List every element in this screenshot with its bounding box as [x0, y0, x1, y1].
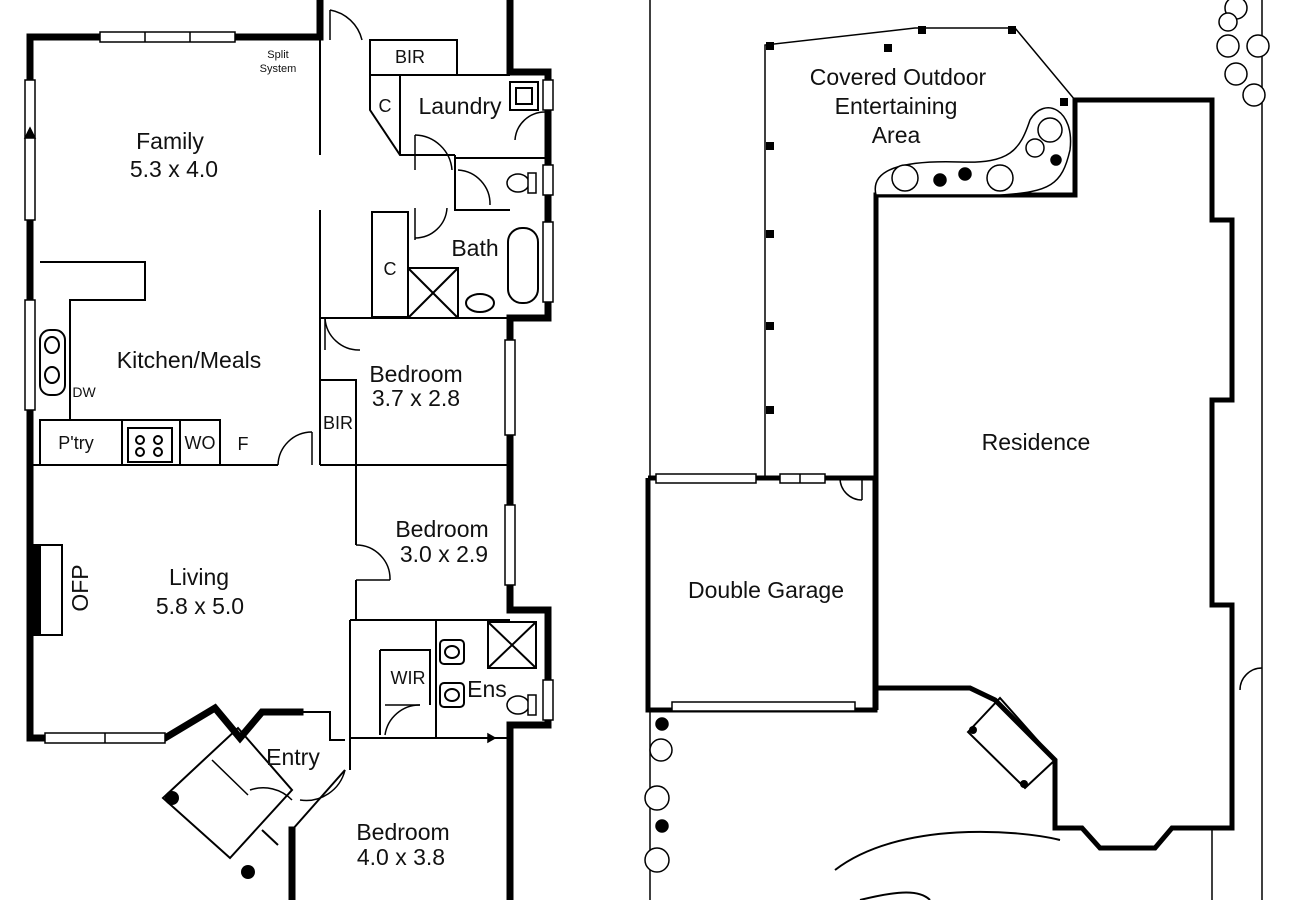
outdoor-area-label-2: Entertaining — [835, 93, 958, 119]
bedroom1-dimensions: 3.7 x 2.8 — [372, 385, 460, 411]
windows-left — [24, 31, 554, 744]
shrubs — [644, 0, 1270, 873]
split-system-label: Split — [267, 49, 288, 61]
double-garage-label: Double Garage — [688, 577, 844, 603]
ensuite-label: Ens — [467, 676, 507, 702]
closet-laundry-label: C — [379, 96, 392, 116]
toilet-icon — [506, 172, 537, 716]
dishwasher-label: DW — [72, 384, 96, 400]
laundry-label: Laundry — [418, 93, 502, 119]
open-fireplace-label: OFP — [67, 564, 93, 611]
outdoor-area-label-3: Area — [872, 122, 921, 148]
bedroom3-label: Bedroom — [356, 819, 449, 845]
family-label: Family — [136, 128, 204, 154]
residence-label: Residence — [982, 429, 1091, 455]
family-dimensions: 5.3 x 4.0 — [130, 156, 218, 182]
living-label: Living — [169, 564, 229, 590]
bedroom2-dimensions: 3.0 x 2.9 — [400, 541, 488, 567]
outdoor-posts — [766, 26, 1068, 788]
porch-posts — [165, 791, 255, 879]
split-system-label-2: System — [260, 63, 297, 75]
site-lines — [645, 0, 1263, 900]
outdoor-area-label-1: Covered Outdoor — [810, 64, 987, 90]
living-dimensions: 5.8 x 5.0 — [156, 593, 244, 619]
interior-walls — [29, 37, 548, 846]
fridge-label: F — [238, 434, 249, 454]
wir-label: WIR — [391, 668, 426, 688]
bath-label: Bath — [451, 235, 498, 261]
room-labels: Split System BIR C Laundry Family 5.3 x … — [58, 47, 1090, 870]
bedroom2-label: Bedroom — [395, 516, 488, 542]
door-swings-left — [23, 9, 546, 802]
bir-bedroom1-label: BIR — [323, 413, 353, 433]
garage-openings — [655, 473, 856, 712]
entry-label: Entry — [266, 744, 320, 770]
wall-oven-label: WO — [185, 433, 216, 453]
closet-bath-label: C — [384, 259, 397, 279]
kitchen-meals-label: Kitchen/Meals — [117, 347, 261, 373]
bedroom3-dimensions: 4.0 x 3.8 — [357, 844, 445, 870]
bedroom1-label: Bedroom — [369, 361, 462, 387]
garden-bed — [874, 107, 1072, 196]
bir-top-label: BIR — [395, 47, 425, 67]
pantry-label: P'try — [58, 433, 93, 453]
